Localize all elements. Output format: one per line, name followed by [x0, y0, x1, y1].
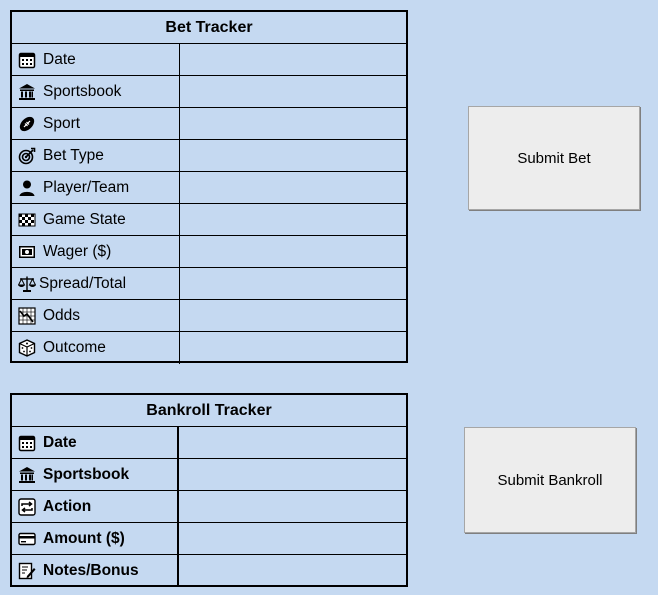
bankroll-date-input[interactable]	[179, 427, 406, 458]
calendar-icon	[18, 51, 36, 69]
exchange-icon	[18, 497, 36, 516]
scales-icon	[18, 275, 36, 293]
bet-sportsbook-input[interactable]	[180, 76, 406, 107]
chart-icon	[18, 306, 36, 325]
football-icon	[18, 115, 36, 133]
bet-label-sport: Sport	[43, 114, 81, 132]
bankroll-amount-input[interactable]	[179, 523, 406, 554]
bet-label-bet-type: Bet Type	[43, 146, 104, 164]
calendar-icon	[18, 434, 36, 452]
bet-tracker-title: Bet Tracker	[12, 12, 406, 44]
bet-label-spread-total: Spread/Total	[39, 274, 127, 292]
person-icon	[18, 179, 36, 197]
bankroll-row-date: Date	[12, 427, 406, 459]
bet-row-sportsbook: Sportsbook	[12, 76, 406, 108]
money-icon	[18, 243, 36, 261]
checkered-flag-icon	[18, 211, 36, 229]
bankroll-row-sportsbook: Sportsbook	[12, 459, 406, 491]
bankroll-label-sportsbook: Sportsbook	[43, 465, 130, 483]
bank-icon	[18, 83, 36, 101]
bet-label-sportsbook: Sportsbook	[43, 82, 122, 100]
notepad-icon	[18, 562, 36, 580]
bet-row-date: Date	[12, 44, 406, 76]
bet-row-outcome: Outcome	[12, 332, 406, 364]
bet-row-sport: Sport	[12, 108, 406, 140]
bet-game-state-input[interactable]	[180, 204, 406, 235]
bet-row-wager: Wager ($)	[12, 236, 406, 268]
submit-bankroll-button[interactable]: Submit Bankroll	[464, 427, 636, 533]
bet-spread-total-input[interactable]	[180, 268, 406, 299]
target-icon	[18, 147, 36, 165]
bet-sport-input[interactable]	[180, 108, 406, 139]
bet-label-outcome: Outcome	[43, 339, 106, 356]
bankroll-action-input[interactable]	[179, 491, 406, 522]
bankroll-tracker-table: Bankroll Tracker Date Sportsbook Action	[10, 393, 408, 587]
bet-label-wager: Wager ($)	[43, 242, 112, 260]
bankroll-label-date: Date	[43, 433, 77, 451]
bet-row-spread-total: Spread/Total	[12, 268, 406, 300]
bankroll-tracker-title: Bankroll Tracker	[12, 395, 406, 427]
bankroll-row-notes: Notes/Bonus	[12, 555, 406, 587]
bet-wager-input[interactable]	[180, 236, 406, 267]
bet-date-input[interactable]	[180, 44, 406, 75]
bankroll-row-action: Action	[12, 491, 406, 523]
submit-bet-button[interactable]: Submit Bet	[468, 106, 640, 210]
bet-label-odds: Odds	[43, 306, 81, 324]
bankroll-label-amount: Amount ($)	[43, 529, 125, 547]
bet-outcome-input[interactable]	[180, 332, 406, 364]
bankroll-label-notes: Notes/Bonus	[43, 562, 139, 579]
bet-label-date: Date	[43, 50, 76, 68]
bankroll-label-action: Action	[43, 497, 92, 515]
bankroll-row-amount: Amount ($)	[12, 523, 406, 555]
bankroll-notes-input[interactable]	[179, 555, 406, 587]
bet-odds-input[interactable]	[180, 300, 406, 331]
bankroll-sportsbook-input[interactable]	[179, 459, 406, 490]
bet-type-input[interactable]	[180, 140, 406, 171]
bank-icon	[18, 466, 36, 484]
bet-tracker-table: Bet Tracker Date Sportsbook Sport	[10, 10, 408, 364]
bet-row-odds: Odds	[12, 300, 406, 332]
bet-label-player-team: Player/Team	[43, 178, 130, 196]
bet-row-game-state: Game State	[12, 204, 406, 236]
credit-card-icon	[18, 530, 36, 548]
dice-icon	[18, 339, 36, 357]
bet-label-game-state: Game State	[43, 210, 126, 228]
bet-row-player-team: Player/Team	[12, 172, 406, 204]
bet-player-team-input[interactable]	[180, 172, 406, 203]
bet-row-bet-type: Bet Type	[12, 140, 406, 172]
